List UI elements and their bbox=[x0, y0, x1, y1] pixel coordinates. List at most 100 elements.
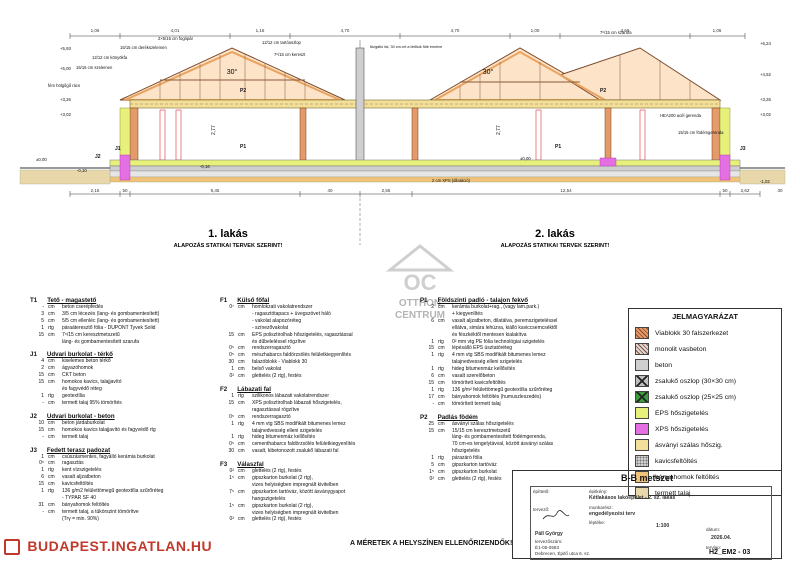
layer-description: kent vízszigetelés bbox=[62, 467, 102, 474]
bottom-dim: 2,62 bbox=[741, 188, 750, 193]
layer-description: + kiegyenlítés bbox=[452, 310, 483, 317]
layer-unit: cm bbox=[238, 373, 245, 380]
layer-unit: cm bbox=[48, 508, 55, 515]
layer-thickness: - bbox=[432, 400, 434, 407]
legend-item: kavicsfeltöltés bbox=[629, 453, 781, 469]
layer-description: 0² mm vtg PE fólia technológiai szigetel… bbox=[452, 338, 545, 345]
layer-description: és fagyvédő réteg bbox=[62, 386, 102, 393]
layer-thickness: 5 bbox=[431, 462, 434, 469]
layer-unit: cm bbox=[48, 419, 55, 426]
layer-unit: cm bbox=[48, 433, 55, 440]
layer-description: beton járdaburkolat bbox=[62, 419, 105, 426]
legend-swatch bbox=[635, 423, 649, 435]
room-height: 2,77 bbox=[496, 125, 502, 135]
marker: P1 bbox=[240, 144, 246, 150]
address: Debrecen, Épitő utca 6. sz. bbox=[535, 551, 591, 556]
layer-description: 70 cm-es tengelytávval, között ásványi s… bbox=[452, 441, 554, 448]
layer-line: és fészkéktől mentesen kialakítva bbox=[420, 332, 620, 339]
layer-description: vasalt aljzatbeton bbox=[62, 474, 101, 481]
layer-line: talajnedvesség elleni szigetelés bbox=[420, 359, 620, 366]
legend-label: zsalukő oszlop (25×25 cm) bbox=[655, 393, 737, 401]
marker: P2 bbox=[600, 88, 606, 94]
foundation-note-left: ALAPOZÁS STATIKAI TERVEK SZERINT! bbox=[174, 242, 283, 249]
legend-item: EPS hőszigetelés bbox=[629, 405, 781, 421]
legend-item: ásványi szálas hőszig. bbox=[629, 437, 781, 453]
layer-description: párazáró fólia bbox=[452, 455, 483, 462]
layer-unit: cm bbox=[48, 331, 55, 338]
annot: 15/15 cm szelemen bbox=[76, 65, 113, 70]
layer-description: (Trγ = min. 90%) bbox=[62, 515, 99, 522]
layer-title: Tető - magastető bbox=[47, 297, 97, 304]
fire-wall bbox=[355, 47, 365, 179]
top-dim: 4,01 bbox=[171, 28, 180, 33]
layer-description: ellátva, simára lehúzva, kiálló kaviccse… bbox=[452, 324, 558, 331]
layer-description: hőszigetelés bbox=[452, 448, 480, 455]
layer-line: hangszigetelés bbox=[220, 496, 415, 503]
layer-unit: cm bbox=[48, 365, 55, 372]
legend-swatch bbox=[635, 375, 649, 387]
layer-description: tömörített kavicsfeltöltés bbox=[452, 379, 506, 386]
layer-description: hideg bitumenmáz kellősítés bbox=[452, 366, 516, 373]
layer-description: homokos kavics, talajjavító bbox=[62, 379, 122, 386]
layer-thickness: 15 bbox=[428, 345, 434, 352]
layer-unit: cm bbox=[48, 317, 55, 324]
bottom-dim: 30 bbox=[777, 188, 783, 193]
room-height: 2,77 bbox=[211, 125, 217, 135]
layer-thickness: 0⁵ bbox=[229, 352, 234, 359]
layer-thickness: 15 bbox=[38, 379, 44, 386]
legend-swatch bbox=[635, 407, 649, 419]
watermark-logo: OC bbox=[380, 232, 460, 312]
layer-description: rendszerragasztó bbox=[252, 413, 291, 420]
layer-description: gipszkarton burkolat (2 rtg), bbox=[252, 475, 313, 482]
layer-unit: cm bbox=[48, 304, 55, 310]
layer-line: láng- és gombamentesített födémgerenda, bbox=[420, 434, 620, 441]
layer-description: talajnedvesség elleni szigetelés bbox=[452, 359, 523, 366]
layer-line: és dűbeleléssel rögzítve bbox=[220, 339, 415, 346]
layer-title: Padlás födém bbox=[437, 413, 478, 421]
layer-description: homlokzati vakolatrendszer bbox=[252, 304, 313, 310]
layer-description: homokos kavics talajjavító és fagyvédő r… bbox=[62, 426, 156, 433]
layer-description: láng- és gombamentesített födémgerenda, bbox=[452, 434, 547, 441]
annot: 12/12 cm könyökfa bbox=[92, 55, 128, 60]
legend-swatch bbox=[635, 327, 649, 339]
layer-thickness: 1 bbox=[41, 324, 44, 331]
layer-description: páraáteresztő fólia - DUPONT Tyvek Solid bbox=[62, 324, 156, 331]
walls bbox=[119, 107, 731, 161]
legend-label: XPS hőszigetelés bbox=[655, 425, 709, 433]
top-dim: 4,70 bbox=[341, 28, 350, 33]
legend-item: Viablokk 30 falszerkezet bbox=[629, 325, 781, 341]
layer-thickness: 17 bbox=[428, 393, 434, 400]
layer-description: geotextília bbox=[62, 392, 85, 399]
layer-thickness: 5 bbox=[41, 317, 44, 324]
layer-description: és dűbeleléssel rögzítve bbox=[252, 338, 306, 345]
layer-thickness: 1 bbox=[431, 455, 434, 462]
layer-description: - TYPAR SF 40 bbox=[62, 494, 96, 501]
layer-code: T1 bbox=[30, 297, 38, 304]
title-block: B-B metszet bbox=[512, 470, 782, 559]
bottom-dim: 50 bbox=[122, 188, 128, 193]
project: Kétlakásos lakóépület - 2. sz. lakás bbox=[589, 495, 676, 501]
phase-label: munkarész: bbox=[589, 505, 613, 510]
layer-unit: rtg bbox=[238, 392, 244, 399]
layer-unit: cm bbox=[48, 426, 55, 433]
layer-description: 4 mm vtg SBS modifikált bitumenes lemez bbox=[452, 352, 546, 359]
annot: 15/15 cm derékszelemen bbox=[120, 45, 167, 50]
layer-description: gipszkarton tartóváz bbox=[452, 462, 497, 469]
